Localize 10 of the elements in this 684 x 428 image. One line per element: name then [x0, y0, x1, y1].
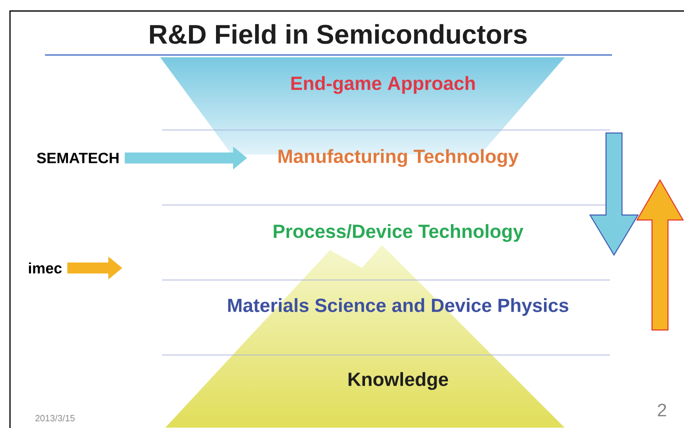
layer-label: Materials Science and Device Physics: [228, 298, 568, 316]
date-label: 2013/3/15: [35, 414, 75, 422]
layer-label: Manufacturing Technology: [278, 149, 519, 167]
organization-label: SEMATECH: [36, 152, 119, 164]
layer-label: Knowledge: [348, 372, 448, 390]
layer-label: End-game Approach: [291, 76, 475, 94]
organization-label: imec: [28, 262, 62, 274]
layer-label: Process/Device Technology: [274, 224, 524, 242]
title: R&D Field in Semiconductors: [150, 24, 527, 44]
page-number: 2: [658, 404, 666, 416]
